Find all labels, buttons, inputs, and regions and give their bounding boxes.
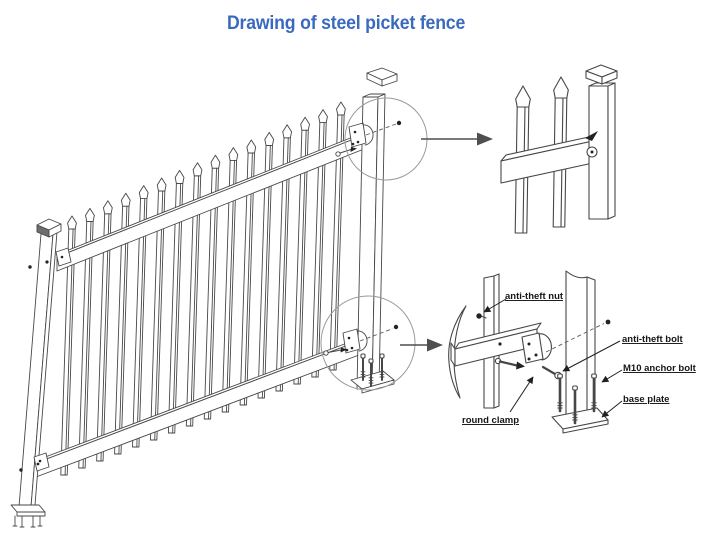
picket [96, 200, 113, 462]
fence-panel [10, 67, 402, 528]
picket [60, 215, 77, 476]
bottom-rail-clamp [323, 328, 368, 356]
page-title-text: Drawing of steel picket fence [226, 13, 466, 34]
detail-post [565, 270, 596, 415]
anchor-bolt [591, 373, 597, 413]
label-base-plate: base plate [623, 394, 669, 405]
exploded-line-bottom [359, 328, 394, 342]
detail-post-cap [585, 64, 618, 85]
detail-view-post-base: anti-theft nut anti-theft bolt M10 ancho… [448, 270, 697, 434]
picket [78, 207, 95, 469]
anchor-bolt [379, 353, 385, 381]
anchor-bolt [368, 358, 374, 387]
rail-bracket-wedge [585, 131, 598, 141]
picket [275, 124, 293, 392]
top-rail-clamp [335, 122, 374, 157]
round-clamp-part [521, 332, 552, 364]
right-arrow-icon [477, 132, 493, 146]
label-m10-anchor-bolt: M10 anchor bolt [623, 363, 697, 374]
clamp-bolt [494, 357, 525, 370]
fence-pickets [60, 101, 346, 476]
exploded-line [545, 323, 605, 353]
picket [239, 139, 257, 406]
detail-rail [500, 134, 599, 184]
left-post [10, 218, 72, 528]
picket [185, 162, 203, 427]
detail-post [585, 64, 618, 220]
picket [132, 185, 149, 448]
label-round-clamp: round clamp [462, 415, 519, 426]
clamp-bolt-head [335, 151, 341, 157]
end-post [323, 67, 402, 394]
picket [203, 154, 221, 420]
leader-lines [483, 298, 623, 418]
m10-anchor-bolts [557, 373, 597, 425]
clamp-bolt-head [323, 350, 329, 356]
label-anti-theft-bolt: anti-theft bolt [622, 334, 684, 345]
part-labels: anti-theft nut anti-theft bolt M10 ancho… [462, 291, 697, 426]
anchor-bolt [557, 373, 563, 413]
picket [257, 131, 275, 399]
page-title: Drawing of steel picket fence [0, 13, 692, 35]
picket [167, 169, 185, 434]
picket [221, 147, 239, 413]
label-anti-theft-nut: anti-theft nut [505, 291, 564, 302]
left-post-base-plate [10, 504, 46, 528]
anti-theft-nut-part [476, 313, 487, 319]
detail-arrow-top [421, 132, 493, 146]
picket [114, 192, 131, 455]
detail-view-rail-connection [500, 64, 618, 234]
anchor-bolt [572, 385, 578, 425]
right-arrow-icon [427, 338, 443, 352]
end-post-cap [366, 67, 398, 87]
detail-circle-bottom [320, 295, 416, 391]
left-post-bottom-bracket [19, 452, 50, 472]
picket [311, 109, 328, 378]
exploded-line-top [365, 123, 397, 136]
base-plate-part [551, 407, 609, 434]
detail-arrow-bottom [400, 338, 443, 352]
picket [149, 177, 167, 441]
anchor-bolt [360, 353, 366, 381]
left-post-top-bracket [28, 247, 72, 269]
end-post-anchor-bolts [360, 353, 385, 387]
detail-rail [450, 322, 542, 367]
sectioned-picket [448, 305, 467, 399]
